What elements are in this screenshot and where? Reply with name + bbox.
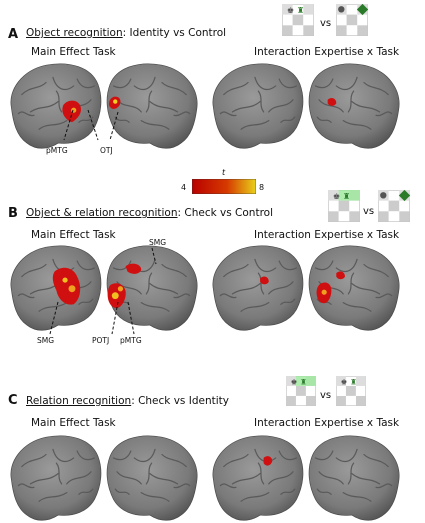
region-label-potj: POTJ (92, 336, 110, 345)
panel-c-vs: vs (320, 390, 332, 401)
activation-blob (52, 267, 81, 305)
panel-a-left-label: Main Effect Task (31, 46, 116, 58)
panel-b-left-brains (10, 245, 198, 331)
panel-c-right-brains (212, 435, 400, 521)
colorbar-max: 8 (259, 183, 265, 192)
panel-a-title-rest: : Identity vs Control (122, 27, 227, 39)
colorbar-label: t (222, 168, 226, 177)
panel-c-left-brains (10, 435, 198, 521)
region-label-smg-right: SMG (149, 238, 167, 247)
panel-b-vs: vs (363, 206, 375, 217)
panel-b-title-underlined: Object & relation recognition (26, 207, 178, 219)
chess-board-icon (378, 190, 410, 222)
colorbar-min: 4 (181, 183, 187, 192)
panel-c-left-label: Main Effect Task (31, 417, 116, 429)
region-label-pmtg: pMTG (120, 336, 142, 345)
panel-c-letter: C (8, 393, 18, 408)
svg-text:♚: ♚ (333, 192, 340, 201)
activation-blob (336, 271, 345, 280)
svg-text:♜: ♜ (300, 377, 307, 386)
panel-a-title-underlined: Object recognition (26, 27, 123, 39)
activation-blob (260, 276, 269, 285)
chess-board-icon: ♚♜ (336, 376, 366, 406)
region-label-smg-left: SMG (37, 336, 55, 345)
panel-a-letter: A (8, 27, 19, 42)
chess-board-icon (336, 4, 368, 36)
svg-text:♚: ♚ (287, 6, 294, 15)
panel-b-right-brains (212, 245, 400, 331)
panel-b-left-label: Main Effect Task (31, 229, 116, 241)
chess-board-icon: ♚♜ (328, 190, 360, 222)
panel-b-right-label: Interaction Expertise x Task (254, 229, 400, 241)
chess-board-icon: ♚♜ (286, 376, 316, 406)
panel-c-right-label: Interaction Expertise x Task (254, 417, 400, 429)
panel-a-title: Object recognition: Identity vs Control (26, 27, 226, 39)
panel-c-title-rest: : Check vs Identity (131, 395, 229, 407)
region-label-pmtg: pMTG (46, 146, 68, 155)
activation-blob (263, 456, 273, 466)
activation-blob (125, 263, 142, 274)
panel-c-title-underlined: Relation recognition (26, 395, 132, 407)
svg-text:♜: ♜ (343, 192, 350, 201)
svg-text:♚: ♚ (291, 377, 298, 386)
panel-a-left-brains (10, 63, 198, 149)
svg-text:♚: ♚ (341, 377, 348, 386)
chess-board-icon: ♚♜ (282, 4, 314, 36)
panel-a-vs: vs (320, 18, 332, 29)
panel-a-right-brains (212, 63, 400, 149)
colorbar (192, 179, 256, 194)
svg-text:♜: ♜ (297, 6, 304, 15)
panel-a-right-label: Interaction Expertise x Task (254, 46, 400, 58)
svg-text:♜: ♜ (350, 377, 357, 386)
panel-b-title-rest: : Check vs Control (177, 207, 274, 219)
panel-b-letter: B (8, 206, 18, 221)
activation-blob (327, 98, 337, 106)
panel-b-title: Object & relation recognition: Check vs … (26, 207, 273, 219)
panel-c-title: Relation recognition: Check vs Identity (26, 395, 229, 407)
region-label-otj: OTJ (100, 146, 113, 155)
